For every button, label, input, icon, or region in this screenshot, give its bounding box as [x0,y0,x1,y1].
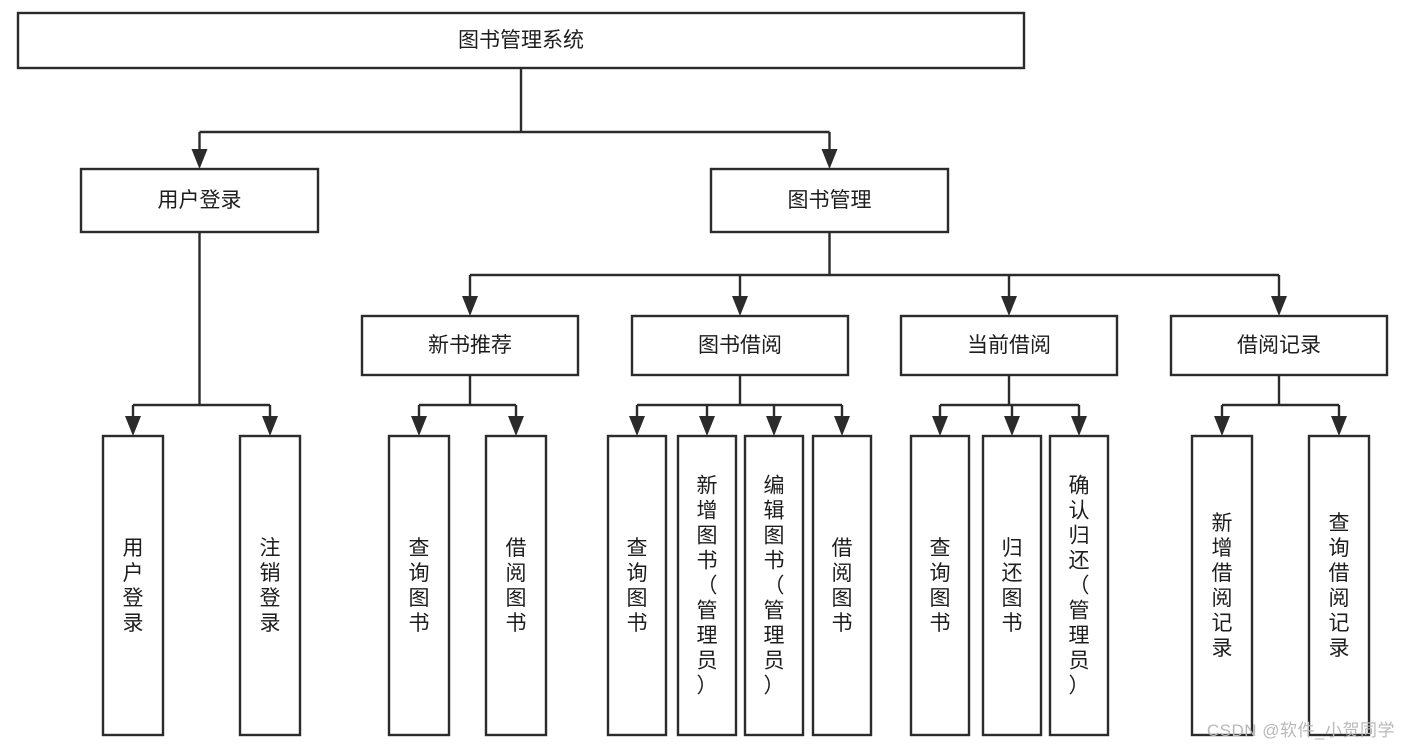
node-leaf-user-login-box[interactable] [101,434,165,737]
node-root-system-label: 图书管理系统 [458,29,584,52]
node-leaf-add-record[interactable]: 新增借阅记录 [1190,434,1254,737]
node-leaf-query-book-rec[interactable]: 查询图书 [387,434,451,737]
node-leaf-add-book-box[interactable] [676,434,738,737]
node-leaf-query-book-rec-box[interactable] [387,434,451,737]
arrow-head-icon [821,149,838,169]
node-leaf-edit-book[interactable]: 编辑图书（管理员） [743,434,805,737]
node-leaf-user-logout-box[interactable] [238,434,302,737]
csdn-watermark: CSDN @软件_小贺同学 [1206,721,1395,740]
node-leaf-add-record-label: 新增借阅记录 [1212,512,1233,660]
arrow-head-icon [191,149,208,169]
node-leaf-borrow-book-bb-box[interactable] [811,434,873,737]
arrow-head-icon [834,416,850,436]
node-leaf-borrow-book-rec-box[interactable] [484,434,548,737]
node-borrow-record-label: 借阅记录 [1237,334,1321,357]
arrow-head-icon [1001,296,1017,316]
node-leaf-confirm-return-box[interactable] [1048,434,1110,737]
node-boxes-layer: 图书管理系统用户登录图书管理新书推荐图书借阅当前借阅借阅记录用户登录注销登录查询… [16,11,1389,737]
node-borrow-record-box[interactable] [1169,314,1389,377]
node-borrow-record[interactable]: 借阅记录 [1169,314,1389,377]
node-leaf-borrow-book-rec[interactable]: 借阅图书 [484,434,548,737]
node-leaf-query-record[interactable]: 查询借阅记录 [1307,434,1371,737]
node-leaf-borrow-book-rec-label: 借阅图书 [506,537,527,635]
node-leaf-query-record-box[interactable] [1307,434,1371,737]
arrow-head-icon [411,416,427,436]
node-book-borrow-label: 图书借阅 [698,334,782,357]
node-leaf-user-logout-label: 注销登录 [260,537,281,635]
arrow-head-icon [732,296,748,316]
arrow-head-icon [125,416,141,436]
node-leaf-confirm-return[interactable]: 确认归还（管理员） [1048,434,1110,737]
arrow-head-icon [932,416,948,436]
arrow-head-icon [1271,296,1287,316]
node-leaf-user-login-label: 用户登录 [123,537,144,635]
node-leaf-edit-book-box[interactable] [743,434,805,737]
node-user-login[interactable]: 用户登录 [79,167,320,234]
node-leaf-edit-book-label: 编辑图书（管理员） [764,474,785,697]
node-book-manage-label: 图书管理 [788,189,872,212]
node-leaf-query-book-cb[interactable]: 查询图书 [909,434,971,737]
node-leaf-add-book-label: 新增图书（管理员） [697,474,718,697]
connector-lines-layer [125,68,1347,436]
arrow-head-icon [508,416,524,436]
node-leaf-query-record-label: 查询借阅记录 [1329,512,1350,660]
node-leaf-return-book[interactable]: 归还图书 [981,434,1043,737]
node-book-borrow-box[interactable] [630,314,850,377]
arrow-head-icon [699,416,715,436]
node-leaf-user-login[interactable]: 用户登录 [101,434,165,737]
node-leaf-query-book-bb-label: 查询图书 [627,537,648,635]
node-leaf-add-book[interactable]: 新增图书（管理员） [676,434,738,737]
node-book-manage[interactable]: 图书管理 [709,167,950,234]
node-leaf-borrow-book-bb[interactable]: 借阅图书 [811,434,873,737]
arrow-head-icon [766,416,782,436]
node-root-system-box[interactable] [16,11,1026,70]
node-leaf-query-book-bb[interactable]: 查询图书 [606,434,668,737]
node-book-manage-box[interactable] [709,167,950,234]
arrow-head-icon [462,296,478,316]
node-leaf-add-record-box[interactable] [1190,434,1254,737]
node-leaf-user-logout[interactable]: 注销登录 [238,434,302,737]
node-leaf-query-book-bb-box[interactable] [606,434,668,737]
node-current-borrow[interactable]: 当前借阅 [899,314,1119,377]
arrow-head-icon [1071,416,1087,436]
node-leaf-query-book-cb-box[interactable] [909,434,971,737]
node-current-borrow-label: 当前借阅 [967,334,1051,357]
node-leaf-query-book-rec-label: 查询图书 [409,537,430,635]
arrow-head-icon [1004,416,1020,436]
node-leaf-confirm-return-label: 确认归还（管理员） [1069,474,1090,697]
node-user-login-label: 用户登录 [158,189,242,212]
node-leaf-borrow-book-bb-label: 借阅图书 [832,537,853,635]
node-leaf-return-book-box[interactable] [981,434,1043,737]
node-root-system[interactable]: 图书管理系统 [16,11,1026,70]
node-current-borrow-box[interactable] [899,314,1119,377]
node-user-login-box[interactable] [79,167,320,234]
node-leaf-return-book-label: 归还图书 [1002,537,1023,635]
node-leaf-query-book-cb-label: 查询图书 [930,537,951,635]
node-new-book-recommend-box[interactable] [360,314,580,377]
arrow-head-icon [1331,416,1347,436]
arrow-head-icon [1214,416,1230,436]
node-new-book-recommend[interactable]: 新书推荐 [360,314,580,377]
node-book-borrow[interactable]: 图书借阅 [630,314,850,377]
node-new-book-recommend-label: 新书推荐 [428,334,512,357]
arrow-head-icon [629,416,645,436]
arrow-head-icon [262,416,278,436]
